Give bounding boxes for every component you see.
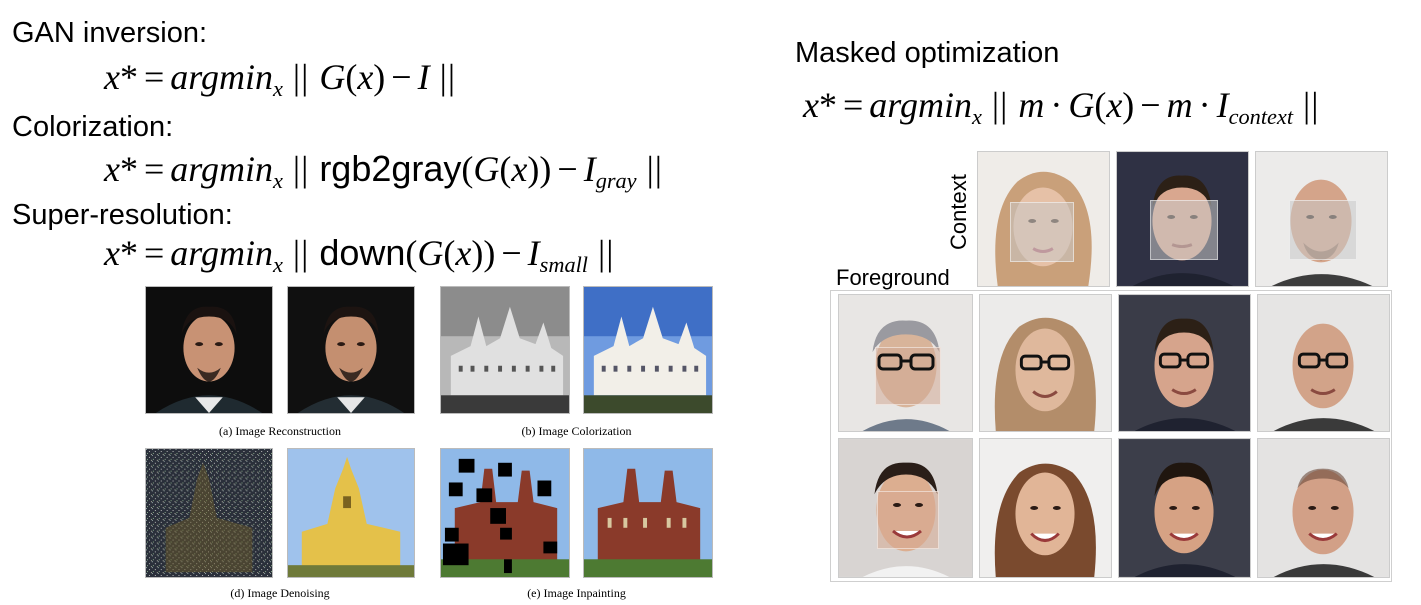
face-illustration — [980, 295, 1111, 431]
gan-inversion-equation: x*=argminx || G(x)−I || — [104, 57, 457, 102]
reconstruction-output-image — [287, 286, 415, 414]
mask-region — [875, 347, 941, 405]
caption-image-reconstruction: (a) Image Reconstruction — [219, 424, 341, 438]
gray-subscript: gray — [595, 168, 637, 194]
building-masked-illustration — [441, 449, 569, 577]
church-clean-illustration — [288, 449, 414, 577]
mask-region — [877, 491, 939, 549]
gan-inversion-heading: GAN inversion: — [12, 17, 208, 49]
denoising-input-image — [145, 448, 273, 578]
face-illustration — [1258, 295, 1389, 431]
mask-region — [1150, 200, 1218, 260]
rgb2gray-fn: rgb2gray — [319, 148, 462, 189]
church-noisy-illustration — [146, 449, 272, 577]
context-face-1 — [977, 151, 1110, 287]
foreground-result-6 — [1257, 438, 1390, 578]
context-face-2 — [1116, 151, 1249, 287]
inpainting-input-image — [440, 448, 570, 578]
masked-optimization-equation: x*=argminx || m·G(x)−m·Icontext || — [803, 85, 1320, 130]
caption-image-denoising: (d) Image Denoising — [230, 586, 330, 600]
masked-optimization-heading: Masked optimization — [795, 37, 1060, 69]
foreground-result-1 — [979, 294, 1112, 432]
castle-gray-illustration — [441, 287, 569, 413]
caption-image-colorization: (b) Image Colorization — [521, 424, 632, 438]
smile-icon — [892, 503, 923, 539]
colorization-heading: Colorization: — [12, 111, 174, 143]
super-resolution-heading: Super-resolution: — [12, 199, 233, 231]
face-illustration — [1119, 439, 1250, 577]
colorization-equation: x*=argminx || rgb2gray(G(x))−Igray || — [104, 148, 664, 194]
context-subscript: context — [1228, 104, 1294, 130]
foreground-result-3 — [1257, 294, 1390, 432]
foreground-result-2 — [1118, 294, 1251, 432]
building-restored-illustration — [584, 449, 712, 577]
reconstruction-input-image — [145, 286, 273, 414]
context-face-3 — [1255, 151, 1388, 287]
super-resolution-equation: x*=argminx || down(G(x))−Ismall || — [104, 232, 615, 278]
foreground-label: Foreground — [836, 265, 950, 290]
mask-region — [1010, 202, 1074, 262]
context-label: Context — [946, 174, 971, 250]
foreground-result-4 — [979, 438, 1112, 578]
portrait-illustration — [288, 287, 414, 413]
face-grid-frame — [830, 290, 1392, 582]
inpainting-output-image — [583, 448, 713, 578]
foreground-face-2 — [838, 438, 973, 578]
castle-color-illustration — [584, 287, 712, 413]
denoising-output-image — [287, 448, 415, 578]
foreground-face-1 — [838, 294, 973, 432]
mask-region — [1289, 200, 1357, 260]
face-illustration — [980, 439, 1111, 577]
face-illustration — [1258, 439, 1389, 577]
caption-image-inpainting: (e) Image Inpainting — [527, 586, 626, 600]
colorization-output-image — [583, 286, 713, 414]
face-illustration — [1119, 295, 1250, 431]
small-subscript: small — [539, 252, 589, 278]
colorization-input-image — [440, 286, 570, 414]
glasses-icon — [877, 353, 935, 371]
foreground-result-5 — [1118, 438, 1251, 578]
down-fn: down — [319, 232, 406, 273]
portrait-illustration — [146, 287, 272, 413]
